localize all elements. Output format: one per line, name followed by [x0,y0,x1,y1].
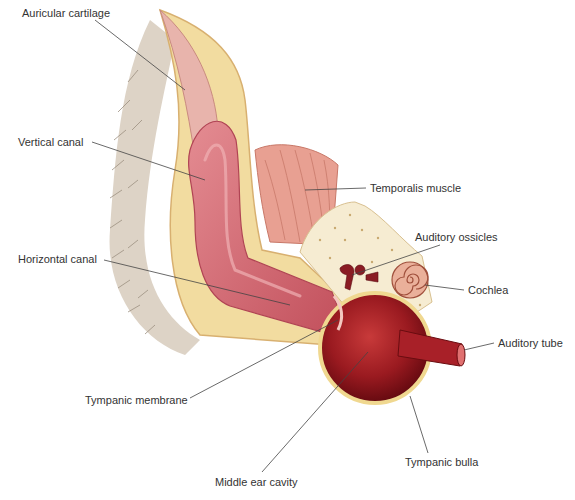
auditory-tube [398,330,465,366]
part-label: Middle ear cavity [215,475,298,489]
cochlea [392,262,428,298]
soft-tissue [160,10,345,345]
tympanic-membrane [334,296,341,330]
part-label: Tympanic membrane [85,393,188,407]
canal-highlight [205,145,300,296]
part-label: Auditory tube [498,336,563,350]
part-label: Auditory ossicles [415,230,498,244]
part-label: Cochlea [468,283,508,297]
part-label: Vertical canal [18,135,83,149]
part-label: Auricular cartilage [22,6,110,20]
part-label: Temporalis muscle [370,181,461,195]
part-label: Tympanic bulla [405,455,478,469]
ear-canal [189,121,342,332]
part-label: Horizontal canal [18,252,97,266]
